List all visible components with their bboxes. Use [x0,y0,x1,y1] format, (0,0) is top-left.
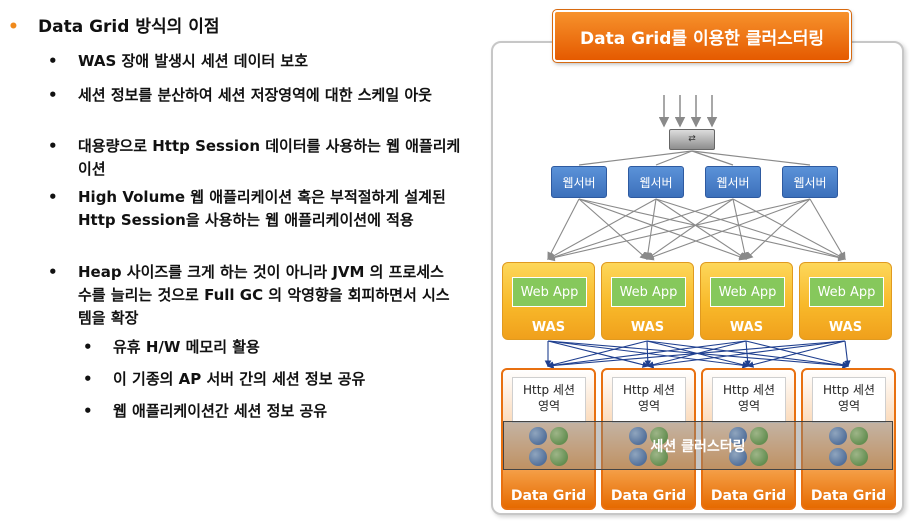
connector-line [691,150,811,166]
connector-line [644,198,657,261]
connector-line [578,198,648,260]
web-server: 웹서버 [705,166,761,198]
connector-line [732,198,749,261]
incoming-request-arrows [658,95,718,128]
was-node: Web App WAS [601,262,694,340]
connector-line [646,198,734,260]
connector-line [546,198,811,262]
http-session-area: Http 세션 영역 [612,377,686,423]
bullet-text: 웹 애플리케이션간 세션 정보 공유 [113,402,328,420]
session-data-icon [529,427,569,467]
data-grid-node: Http 세션 영역 Data Grid [601,368,696,510]
connector-line [655,198,847,261]
bullet-marker: • [8,17,19,37]
connector-line [809,198,846,260]
diagram-title: Data Grid를 이용한 클러스터링 [552,9,852,63]
web-server: 웹서버 [551,166,607,198]
connector-line [578,198,748,261]
was-label: WAS [531,320,566,335]
bullet-text: 유휴 H/W 메모리 활용 [113,338,260,356]
was-node: Web App WAS [799,262,892,340]
http-session-area: Http 세션 영역 [812,377,886,423]
bullet-item: • WAS 장애 발생시 세션 데이터 보호 [48,52,308,70]
connector-line [578,198,847,262]
data-grid-node: Http 세션 영역 Data Grid [701,368,796,510]
connector-line [547,198,657,260]
data-grid-label: Data Grid [610,488,687,504]
bullet-text: 대용량으로 Http Session 데이터를 사용하는 웹 애플리케이션 [78,137,461,178]
bullet-text: 이 기종의 AP 서버 간의 세션 정보 공유 [113,370,366,388]
bullet-item: • Heap 사이즈를 크게 하는 것이 아니라 JVM 의 프로세스 수를 늘… [48,263,450,327]
web-app: Web App [512,277,587,307]
connector-line [844,340,851,368]
bullet-text: WAS 장애 발생시 세션 데이터 보호 [78,52,308,70]
connector-line [691,150,734,166]
data-grid-node: Http 세션 영역 Data Grid [801,368,896,510]
web-server: 웹서버 [782,166,838,198]
web-server: 웹서버 [628,166,684,198]
session-cluster-band: 세션 클러스터링 [503,421,893,470]
data-grid-label: Data Grid [810,488,887,504]
connector-line [547,198,580,260]
web-app: Web App [809,277,884,307]
bullet-text: High Volume 웹 애플리케이션 혹은 부적절하게 설계된 Http S… [78,188,446,229]
bullet-heading: • Data Grid 방식의 이점 [8,16,220,39]
data-grid-node: Http 세션 영역 Data Grid [501,368,596,510]
bullet-subitem: • 유휴 H/W 메모리 활용 [83,338,260,356]
connector-line [546,340,648,368]
connector-line [655,198,747,260]
bullet-subitem: • 이 기종의 AP 서버 간의 세션 정보 공유 [83,370,366,388]
data-grid-label: Data Grid [510,488,587,504]
http-session-area: Http 세션 영역 [712,377,786,423]
connector-line [646,340,846,369]
network-switch-icon: ⇄ [669,129,715,150]
connector-line [578,150,693,166]
bullet-text: Data Grid 방식의 이점 [38,17,220,37]
session-data-icon [629,427,669,467]
bullet-item: • 세션 정보를 분산하여 세션 저장영역에 대한 스케일 아웃 [48,86,432,104]
bullet-list: • Data Grid 방식의 이점 • WAS 장애 발생시 세션 데이터 보… [8,16,461,420]
webserver-to-was-lines [546,198,847,262]
bullet-item: • High Volume 웹 애플리케이션 혹은 부적절하게 설계된 Http… [48,188,446,229]
bullet-text: Heap 사이즈를 크게 하는 것이 아니라 JVM 의 프로세스 수를 늘리는… [78,263,450,327]
bullet-subitem: • 웹 애플리케이션간 세션 정보 공유 [83,402,328,420]
switch-to-webserver-lines [578,150,811,166]
was-node: Web App WAS [502,262,595,340]
data-grid-label: Data Grid [710,488,787,504]
connector-line [546,198,734,261]
connector-line [745,198,811,260]
web-app: Web App [710,277,785,307]
connector-line [655,150,693,166]
http-session-area: Http 세션 영역 [512,377,586,423]
was-to-datagrid-lines [544,340,851,369]
was-label: WAS [729,320,764,335]
connector-line [645,198,811,261]
bullet-item: • 대용량으로 Http Session 데이터를 사용하는 웹 애플리케이션 [48,137,461,178]
connector-line [546,340,846,369]
connector-line [732,198,846,260]
bullet-text: 세션 정보를 분산하여 세션 저장영역에 대한 스케일 아웃 [78,86,432,104]
was-label: WAS [828,320,863,335]
web-app: Web App [611,277,686,307]
connector-line [546,340,747,369]
was-node: Web App WAS [700,262,793,340]
connector-line [746,340,846,368]
session-data-icon [729,427,769,467]
session-data-icon [829,427,869,467]
was-label: WAS [630,320,665,335]
